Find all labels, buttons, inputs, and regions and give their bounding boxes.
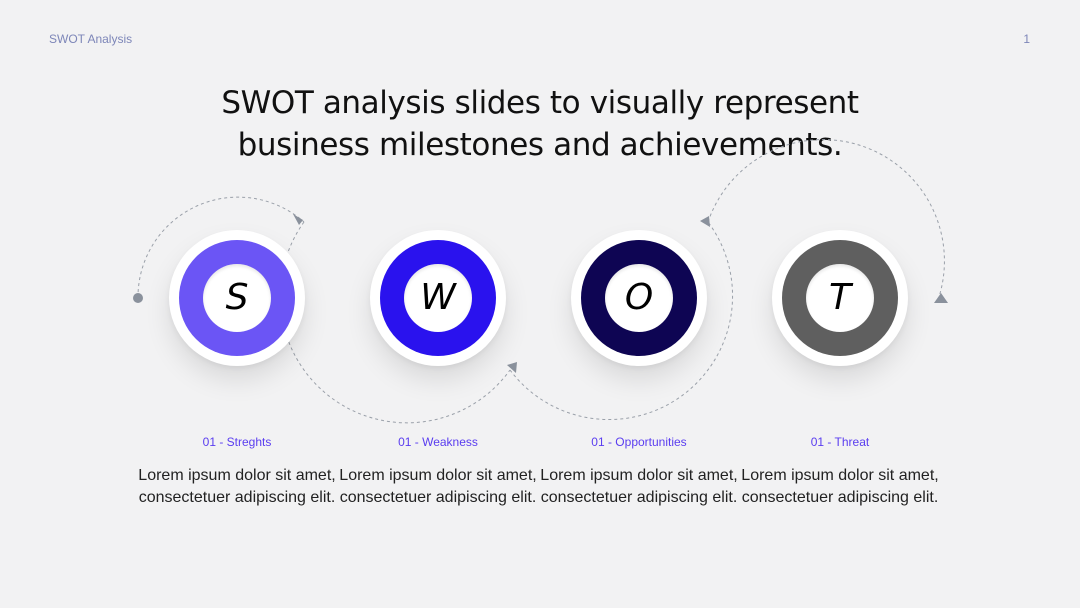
description-weakness: Lorem ipsum dolor sit amet, consectetuer… — [339, 467, 537, 506]
ring-strengths: S — [179, 240, 295, 356]
circle-inner-strengths: S — [203, 264, 271, 332]
description-threat: Lorem ipsum dolor sit amet, consectetuer… — [741, 467, 939, 506]
circle-inner-threat: T — [806, 264, 874, 332]
description-opportunities: Lorem ipsum dolor sit amet, consectetuer… — [540, 467, 738, 506]
circle-strengths: S — [169, 230, 305, 366]
arrow-1-icon — [293, 214, 303, 225]
description-strengths: Lorem ipsum dolor sit amet, consectetuer… — [138, 467, 336, 506]
ring-opportunities: O — [581, 240, 697, 356]
slide-label: SWOT Analysis — [49, 32, 133, 46]
circle-inner-opportunities: O — [605, 264, 673, 332]
label-weakness: 01 - Weakness — [398, 435, 478, 449]
circle-weakness: W — [370, 230, 506, 366]
circle-inner-weakness: W — [404, 264, 472, 332]
label-threat: 01 - Threat — [810, 435, 870, 449]
label-strengths: 01 - Streghts — [202, 435, 272, 449]
ring-weakness: W — [380, 240, 496, 356]
letter-w: W — [420, 277, 456, 318]
connector-line-wo — [509, 221, 734, 421]
title-line-1: SWOT analysis slides to visually represe… — [221, 85, 859, 121]
letter-t: T — [829, 277, 851, 318]
label-opportunities: 01 - Opportunities — [591, 435, 687, 449]
letter-o: O — [624, 277, 654, 318]
circle-threat: T — [772, 230, 908, 366]
start-dot — [133, 293, 143, 303]
arrow-3-icon — [700, 216, 710, 227]
circle-opportunities: O — [571, 230, 707, 366]
page-title: SWOT analysis slides to visually represe… — [140, 82, 940, 166]
ring-threat: T — [782, 240, 898, 356]
letter-s: S — [225, 277, 249, 318]
page-number: 1 — [1023, 32, 1030, 46]
connector-line-s — [137, 196, 305, 299]
arrow-4-icon — [934, 293, 948, 303]
title-line-2: business milestones and achievements. — [237, 127, 843, 163]
arrow-2-icon — [507, 362, 517, 373]
